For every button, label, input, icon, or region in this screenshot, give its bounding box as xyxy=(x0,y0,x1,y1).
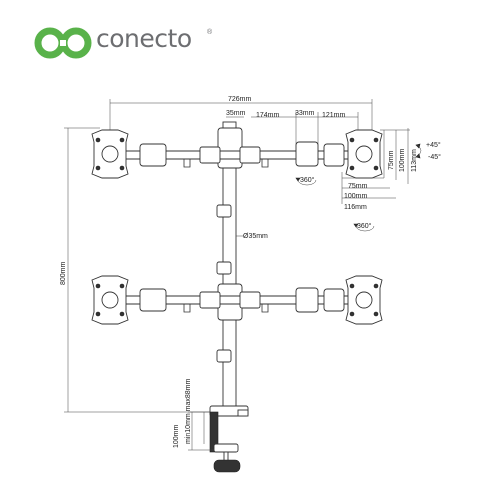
rotation-icon-b xyxy=(353,223,375,232)
dim-rotation-b: 360° xyxy=(357,222,372,230)
rotation-icon-a xyxy=(295,177,317,186)
brand-name: conecto xyxy=(96,24,192,53)
top-dimension-lines xyxy=(109,99,373,145)
dim-desk-thickness: min10mm max88mm xyxy=(185,378,192,444)
dim-tilt-down: -45° xyxy=(428,153,441,161)
vesa-plate-bottom-left xyxy=(91,275,129,325)
dim-clamp-height: 100mm xyxy=(173,424,180,448)
dim-rotation-a: 360° xyxy=(300,176,315,184)
vesa-plate-bottom-right xyxy=(345,275,383,325)
dim-joint-width: 33mm xyxy=(295,110,315,117)
dim-vesa-v-75: 75mm xyxy=(388,150,395,170)
dim-total-width: 726mm xyxy=(228,96,252,103)
dim-vesa-h-75: 75mm xyxy=(348,183,368,190)
dim-arm-segment: 174mm xyxy=(256,112,280,119)
tilt-indicator xyxy=(415,143,422,159)
height-dimension-lines xyxy=(64,127,210,413)
dim-pole-offset: 35mm xyxy=(226,110,246,117)
dim-tilt-up: +45° xyxy=(426,141,441,149)
dim-vesa-v-100: 100mm xyxy=(399,148,406,172)
vesa-plate-top-left xyxy=(91,129,129,179)
dim-vesa-v-113: 113mm xyxy=(411,149,418,172)
brand-registered-mark: ® xyxy=(207,29,213,36)
vesa-plate-top-right xyxy=(345,129,383,179)
top-arm-assembly xyxy=(121,141,363,168)
vesa-dimension-lines xyxy=(341,128,410,204)
dim-vesa-h-100: 100mm xyxy=(344,193,368,200)
conecto-logo xyxy=(34,27,92,59)
dim-plate-offset: 121mm xyxy=(322,112,346,119)
dim-total-height: 800mm xyxy=(60,261,67,285)
desk-clamp xyxy=(209,405,249,473)
bottom-arm-assembly xyxy=(121,287,363,313)
clamp-dimension-lines xyxy=(188,411,214,451)
dim-pole-diameter: Ø35mm xyxy=(243,233,268,240)
dim-vesa-h-116: 116mm xyxy=(344,204,367,211)
